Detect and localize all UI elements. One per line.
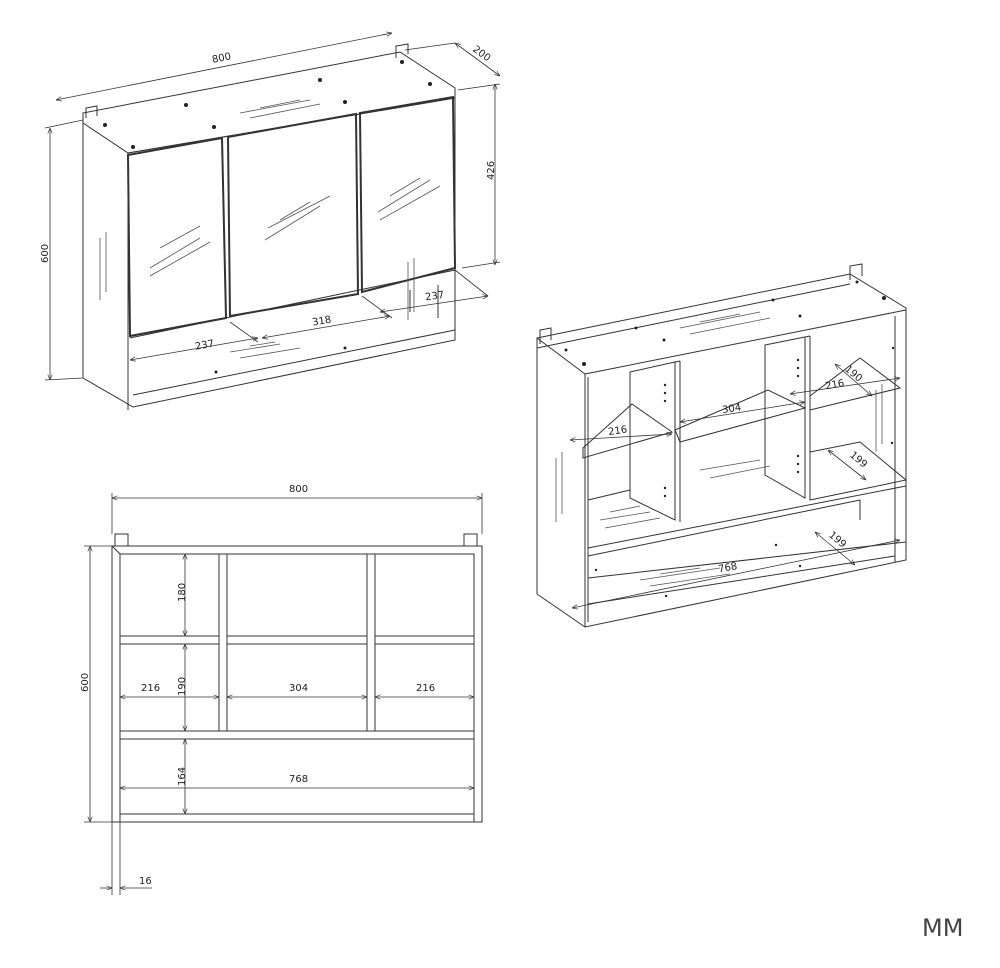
dim-comp-mid-w: 304 xyxy=(289,683,308,694)
dim-bottom-comp-h: 164 xyxy=(177,767,188,786)
dim-open-left: 237 xyxy=(194,338,215,352)
dim-open-mid: 318 xyxy=(311,314,332,328)
front-divider-left xyxy=(218,553,228,732)
cabinet-top-face xyxy=(82,51,456,154)
dim-bottom-width: 768 xyxy=(717,561,738,575)
shelf-left xyxy=(582,403,674,459)
dim-front-width: 800 xyxy=(289,484,308,495)
shelf-center xyxy=(674,389,807,443)
dim-front-height: 600 xyxy=(80,673,91,692)
hanging-bracket-right xyxy=(849,263,863,280)
divider-right xyxy=(764,336,806,499)
shelf-right xyxy=(809,357,902,411)
dim-shelf-mid: 304 xyxy=(722,402,742,416)
hanging-bracket-left xyxy=(114,533,129,546)
closed-cabinet-view: 800 200 600 426 237 318 237 xyxy=(40,33,500,410)
dim-shelf-depth-top: 190 xyxy=(842,364,864,385)
dim-door-height: 426 xyxy=(486,161,497,180)
dim-open-right: 237 xyxy=(425,290,445,304)
mirror-door-right xyxy=(358,95,457,294)
unit-label: MM xyxy=(922,914,963,942)
dim-mid-comp-h: 190 xyxy=(177,677,188,696)
dim-width: 800 xyxy=(211,51,232,65)
front-divider-right xyxy=(366,553,376,732)
hanging-bracket-right xyxy=(463,533,478,546)
dim-top-comp-h: 180 xyxy=(177,583,188,602)
dim-comp-left-w: 216 xyxy=(141,683,160,694)
dim-shelf-right: 216 xyxy=(824,378,845,392)
divider-left xyxy=(629,361,676,521)
dim-panel-t: 16 xyxy=(139,876,152,887)
dim-depth: 200 xyxy=(470,44,492,64)
dim-bottom-w: 768 xyxy=(289,774,308,785)
dim-bottom-depth: 199 xyxy=(826,530,848,551)
hanging-bracket-right xyxy=(395,43,409,58)
mirror-door-left xyxy=(126,136,228,338)
hanging-bracket-left xyxy=(539,327,552,344)
dim-shelf-left: 216 xyxy=(608,424,628,438)
front-view: 800 600 180 190 164 216 304 216 768 16 xyxy=(80,484,483,895)
dim-height: 600 xyxy=(40,244,51,263)
dim-comp-right-w: 216 xyxy=(416,683,435,694)
open-cabinet-view: 216 304 216 190 199 199 768 xyxy=(536,263,908,628)
mirror-door-center xyxy=(226,112,360,318)
hanging-bracket-left xyxy=(85,105,98,118)
